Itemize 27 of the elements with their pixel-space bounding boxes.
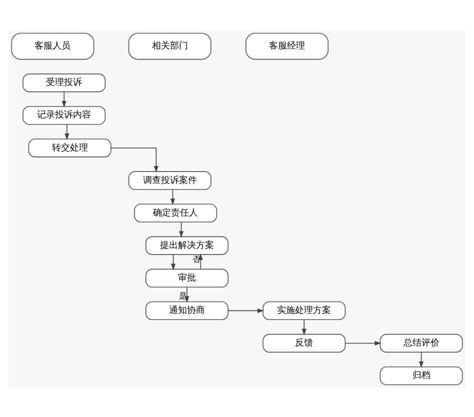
arrow <box>178 221 184 238</box>
node-box: 确定责任人 <box>134 203 218 222</box>
node-box: 客服人员 <box>11 32 94 60</box>
arrow <box>62 91 66 108</box>
arrow <box>64 124 70 140</box>
edge-label: 否 <box>192 253 201 264</box>
arrow <box>302 319 306 335</box>
node-box: 通知协商 <box>145 300 228 320</box>
node-box: 客服经理 <box>246 32 329 60</box>
arrow <box>345 340 382 346</box>
node-box: 审批 <box>145 268 228 288</box>
arrow <box>170 254 176 270</box>
arrow <box>419 352 424 368</box>
node-box: 总结评价 <box>380 333 463 352</box>
node-box: 归档 <box>380 366 463 385</box>
node-box: 记录投诉内容 <box>22 106 106 124</box>
node-box: 反馈 <box>262 333 346 352</box>
node-box: 转交处理 <box>28 138 112 157</box>
node-box: 提出解决方案 <box>145 236 228 254</box>
arrow <box>228 308 264 312</box>
arrow <box>170 188 175 205</box>
arrow <box>110 147 158 172</box>
edge-label: 是 <box>178 290 187 300</box>
node-box: 调查投诉案件 <box>128 170 212 190</box>
node-box: 实施处理方案 <box>262 300 346 320</box>
node-box: 受理投诉 <box>22 73 106 92</box>
node-box: 相关部门 <box>128 32 212 60</box>
